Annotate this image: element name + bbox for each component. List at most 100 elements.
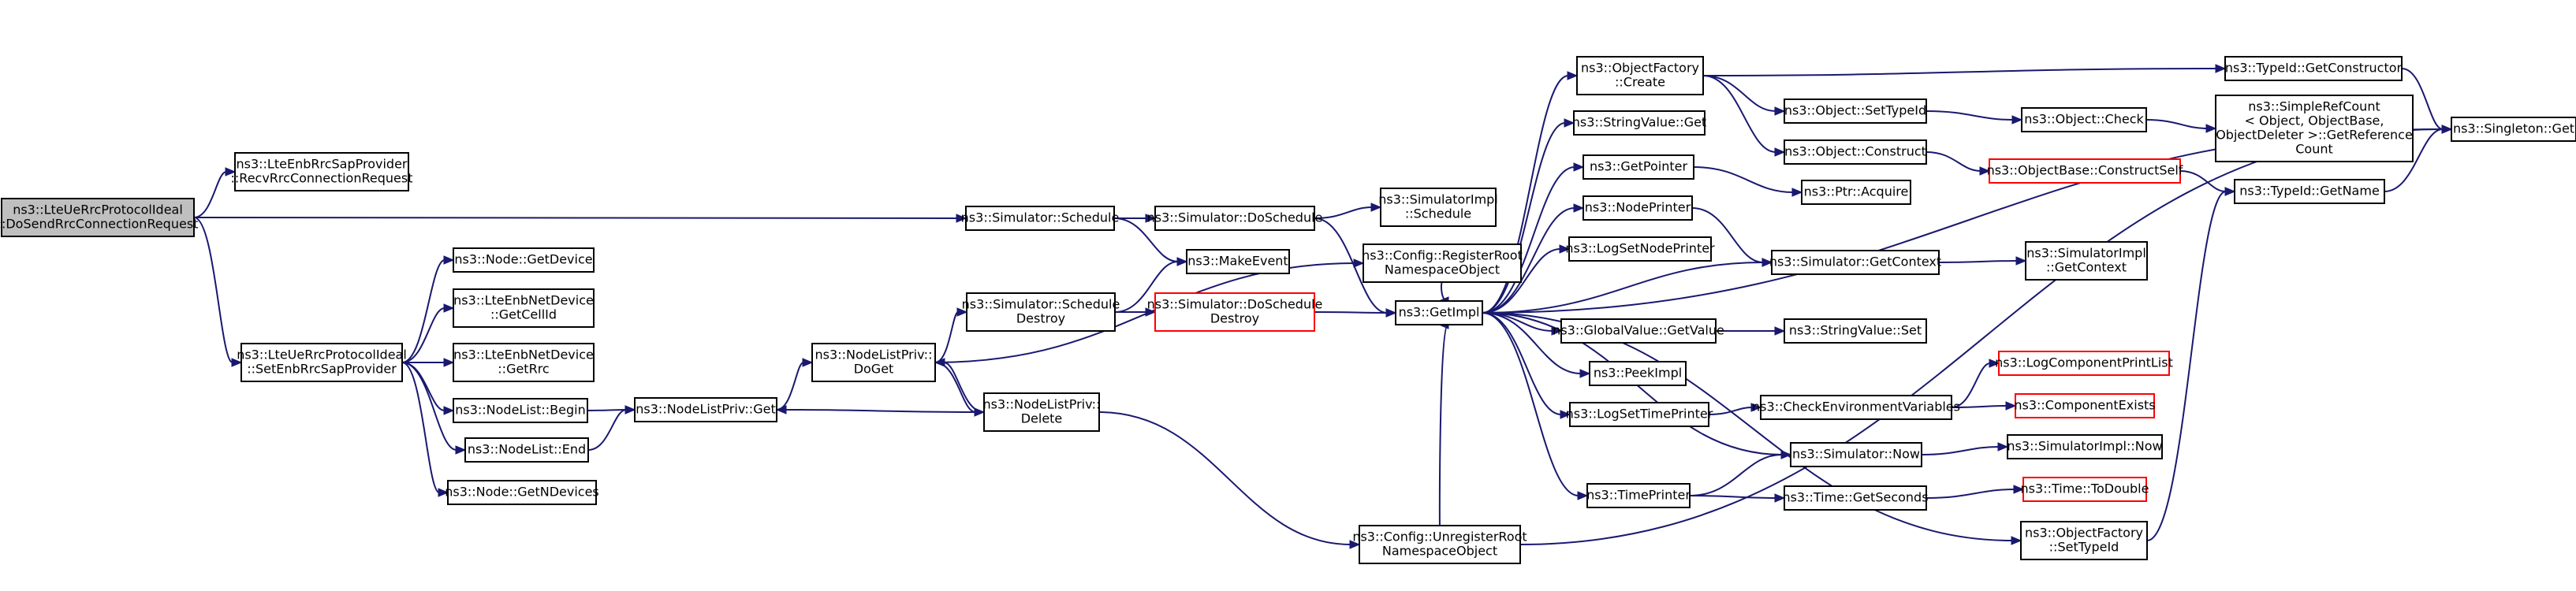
arrowhead-icon — [2205, 124, 2217, 133]
node-getcellid[interactable]: ns3::LteEnbNetDevice::GetCellId — [453, 288, 595, 328]
node-box — [1560, 318, 1717, 344]
node-makeevent[interactable]: ns3::MakeEvent — [1186, 249, 1290, 274]
node-nlbegin[interactable]: ns3::NodeList::Begin — [453, 398, 588, 423]
node-doschedule[interactable]: ns3::Simulator::DoSchedule — [1147, 206, 1323, 231]
arrowhead-icon — [443, 255, 455, 265]
node-label: ns3::LogComponentPrintList — [1995, 355, 2173, 370]
node-setenb[interactable]: ns3::LteUeRrcProtocolIdeal::SetEnbRrcSap… — [237, 343, 407, 382]
node-label: ns3::Config::RegisterRoot — [1362, 248, 1523, 263]
edge-simnow-to-simimplnow — [1921, 442, 2009, 455]
node-box — [1998, 351, 2170, 376]
node-label: ns3::LteUeRrcProtocolIdeal — [237, 348, 407, 362]
node-checkenv[interactable]: ns3::CheckEnvironmentVariables — [1752, 395, 1960, 420]
edge-line — [1482, 262, 1764, 314]
node-label: ns3::GlobalValue::GetValue — [1553, 323, 1724, 338]
node-simgetcontext[interactable]: ns3::Simulator::GetContext — [1769, 250, 1941, 275]
node-getimpl[interactable]: ns3::GetImpl — [1395, 300, 1483, 325]
arrowhead-icon — [438, 488, 449, 497]
node-label: ::Create — [1615, 75, 1665, 90]
nodes-layer: ns3::LteUeRrcProtocolIdeal::DoSendRrcCon… — [0, 56, 2576, 564]
node-label: ns3::StringValue::Set — [1789, 323, 1922, 338]
edge-line — [1925, 110, 2014, 121]
node-label: ns3::SimulatorImpl::Now — [2007, 439, 2162, 454]
edge-line — [1708, 407, 1753, 415]
node-peekimpl[interactable]: ns3::PeekImpl — [1589, 361, 1687, 386]
node-compexists[interactable]: ns3::ComponentExists — [2014, 393, 2156, 418]
arrowhead-icon — [2015, 256, 2027, 266]
edge-getpointer-to-ptracquire — [1693, 166, 1803, 197]
arrowhead-icon — [1385, 308, 1397, 318]
edge-timegetseconds-to-timetodouble — [1925, 485, 2025, 499]
node-unregisterroot[interactable]: ns3::Config::UnregisterRootNamespaceObje… — [1352, 525, 1527, 564]
edge-line — [1702, 75, 1776, 153]
node-label: ns3::ComponentExists — [2014, 398, 2155, 413]
arrowhead-icon — [443, 406, 455, 415]
node-stringvalueget[interactable]: ns3::StringValue::Get — [1572, 110, 1706, 136]
node-ofsettypeid[interactable]: ns3::ObjectFactory::SetTypeId — [2020, 521, 2148, 560]
node-recvrrc[interactable]: ns3::LteEnbRrcSapProvider::RecvRrcConnec… — [231, 152, 413, 191]
edge-unregisterroot-to-getimpl — [1437, 320, 1449, 526]
node-getndevices[interactable]: ns3::Node::GetNDevices — [445, 480, 599, 505]
edge-line — [1482, 248, 1561, 314]
node-logcompprintlist[interactable]: ns3::LogComponentPrintList — [1995, 351, 2173, 376]
arrowhead-icon — [2005, 401, 2017, 411]
node-simimplschedule[interactable]: ns3::SimulatorImpl::Schedule — [1378, 188, 1498, 227]
node-timeprinter[interactable]: ns3::TimePrinter — [1586, 483, 1691, 508]
node-typeidgetconstructor[interactable]: ns3::TypeId::GetConstructor — [2224, 56, 2403, 81]
edge-getimpl-to-getpointer — [1482, 162, 1585, 314]
edge-line — [1691, 207, 1764, 263]
node-simnow[interactable]: ns3::Simulator::Now — [1790, 442, 1922, 467]
node-label: ns3::Simulator::Schedule — [961, 210, 1120, 225]
node-box — [234, 152, 409, 191]
arrowhead-icon — [2013, 485, 2025, 494]
edge-line — [1482, 312, 1582, 374]
edge-line — [401, 307, 445, 363]
node-schedule[interactable]: ns3::Simulator::Schedule — [961, 206, 1120, 231]
edge-line — [193, 217, 233, 363]
node-box — [965, 206, 1115, 231]
node-box — [2215, 95, 2414, 162]
node-objsettypeid[interactable]: ns3::Object::SetTypeId — [1784, 98, 1927, 124]
node-label: ns3::LteEnbRrcSapProvider — [236, 157, 407, 172]
node-nodeprinter[interactable]: ns3::NodePrinter — [1583, 195, 1693, 221]
arrowhead-icon — [1349, 540, 1361, 549]
edge-ofcreate-to-typeidgetconstructor — [1702, 64, 2227, 76]
node-singletonget[interactable]: ns3::Singleton::Get — [2451, 117, 2576, 142]
node-logsettimeprinter[interactable]: ns3::LogSetTimePrinter — [1566, 402, 1713, 427]
node-stringvalueset[interactable]: ns3::StringValue::Set — [1784, 318, 1927, 344]
node-label: DoGet — [854, 362, 894, 377]
edge-line — [1482, 312, 1579, 496]
node-timetodouble[interactable]: ns3::Time::ToDouble — [2021, 477, 2149, 502]
edge-line — [401, 362, 457, 451]
node-delete[interactable]: ns3::NodeListPriv::Delete — [983, 392, 1101, 432]
node-label: ns3::LteUeRrcProtocolIdeal — [13, 203, 183, 217]
node-objconstruct[interactable]: ns3::Object::Construct — [1784, 139, 1927, 165]
node-nlpget[interactable]: ns3::NodeListPriv::Get — [634, 397, 777, 422]
edge-checkenv-to-logcompprintlist — [1951, 359, 2000, 408]
node-box — [453, 247, 595, 273]
node-simimplgetcontext[interactable]: ns3::SimulatorImpl::GetContext — [2025, 241, 2148, 281]
node-ptracquire[interactable]: ns3::Ptr::Acquire — [1801, 180, 1911, 205]
node-doget[interactable]: ns3::NodeListPriv::DoGet — [811, 343, 936, 382]
node-timegetseconds[interactable]: ns3::Time::GetSeconds — [1782, 485, 1929, 511]
node-constructself[interactable]: ns3::ObjectBase::ConstructSelf — [1987, 158, 2183, 184]
edge-line — [1314, 217, 1388, 314]
node-nlend[interactable]: ns3::NodeList::End — [464, 437, 589, 463]
node-objcheck[interactable]: ns3::Object::Check — [2021, 107, 2147, 132]
node-simimplnow[interactable]: ns3::SimulatorImpl::Now — [2007, 434, 2163, 459]
edge-globalvalueget-to-stringvalueset — [1715, 326, 1786, 336]
node-box — [2234, 179, 2385, 204]
node-logsetnodeprinter[interactable]: ns3::LogSetNodePrinter — [1565, 236, 1715, 262]
node-typeidgetname[interactable]: ns3::TypeId::GetName — [2234, 179, 2385, 204]
node-root[interactable]: ns3::LteUeRrcProtocolIdeal::DoSendRrcCon… — [0, 198, 198, 237]
node-globalvalueget[interactable]: ns3::GlobalValue::GetValue — [1553, 318, 1724, 344]
node-simplerefcount[interactable]: ns3::SimpleRefCount< Object, ObjectBase,… — [2215, 95, 2414, 162]
node-ofcreate[interactable]: ns3::ObjectFactory::Create — [1576, 56, 1704, 95]
node-getpointer[interactable]: ns3::GetPointer — [1583, 154, 1694, 180]
node-getrrc[interactable]: ns3::LteEnbNetDevice::GetRrc — [453, 343, 595, 382]
node-getdevice[interactable]: ns3::Node::GetDevice — [453, 247, 595, 273]
